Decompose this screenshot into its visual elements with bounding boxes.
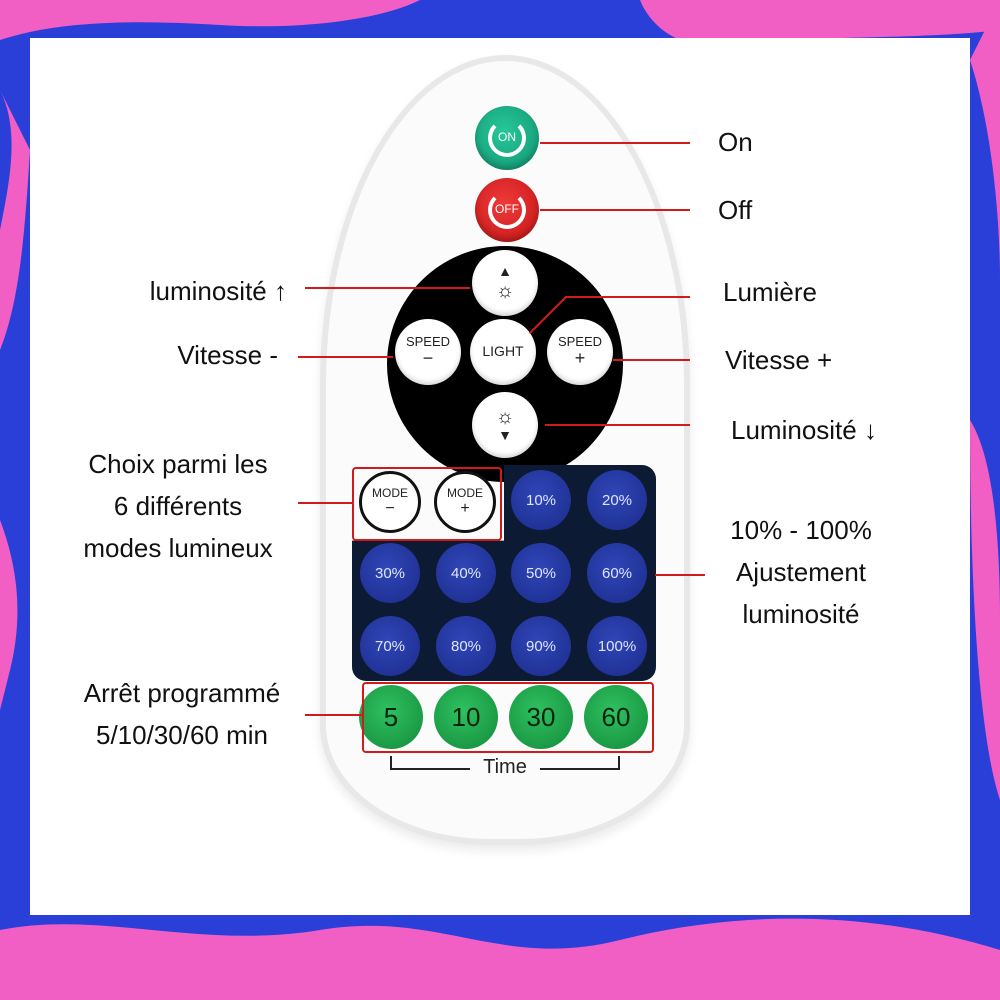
label-speed-up: Vitesse + bbox=[725, 345, 833, 375]
leader-line bbox=[298, 502, 352, 504]
label-on: On bbox=[718, 127, 753, 157]
power-icon: OFF bbox=[488, 191, 526, 229]
leader-line bbox=[305, 714, 362, 716]
power-icon: ON bbox=[488, 119, 526, 157]
leader-line bbox=[613, 359, 690, 361]
leader-line bbox=[305, 287, 470, 289]
speed-up-button[interactable]: SPEED+ bbox=[547, 319, 613, 385]
timer-10-button[interactable]: 10 bbox=[434, 685, 498, 749]
brightness-60-button[interactable]: 60% bbox=[587, 543, 647, 603]
light-button[interactable]: LIGHT bbox=[470, 319, 536, 385]
brightness-down-button[interactable]: ☼▼ bbox=[472, 392, 538, 458]
brightness-90-button[interactable]: 90% bbox=[511, 616, 571, 676]
leader-line bbox=[545, 424, 690, 426]
brightness-50-button[interactable]: 50% bbox=[511, 543, 571, 603]
chevron-up-icon: ▲ bbox=[498, 263, 512, 280]
brightness-up-button[interactable]: ▲☼ bbox=[472, 250, 538, 316]
sun-icon: ☼ bbox=[495, 279, 515, 302]
leader-line bbox=[298, 356, 393, 358]
leader-line bbox=[540, 209, 690, 211]
brightness-20-button[interactable]: 20% bbox=[587, 470, 647, 530]
mode-highlight-box bbox=[352, 467, 502, 541]
timer-5-button[interactable]: 5 bbox=[359, 685, 423, 749]
brightness-10-button[interactable]: 10% bbox=[511, 470, 571, 530]
power-off-button[interactable]: OFF bbox=[475, 178, 539, 242]
timer-30-button[interactable]: 30 bbox=[509, 685, 573, 749]
timer-60-button[interactable]: 60 bbox=[584, 685, 648, 749]
leader-line bbox=[540, 142, 690, 144]
brightness-80-button[interactable]: 80% bbox=[436, 616, 496, 676]
mode-up-button[interactable]: MODE+ bbox=[434, 471, 496, 533]
chevron-down-icon: ▼ bbox=[498, 427, 512, 444]
label-brightness-up: luminosité ↑ bbox=[149, 276, 287, 306]
leader-line bbox=[565, 296, 690, 298]
leader-line bbox=[655, 574, 705, 576]
brightness-40-button[interactable]: 40% bbox=[436, 543, 496, 603]
timer-highlight-box bbox=[362, 682, 654, 753]
brightness-70-button[interactable]: 70% bbox=[360, 616, 420, 676]
brightness-30-button[interactable]: 30% bbox=[360, 543, 420, 603]
label-speed-down: Vitesse - bbox=[177, 340, 278, 370]
time-label: Time bbox=[470, 756, 540, 778]
speed-down-button[interactable]: SPEED− bbox=[395, 319, 461, 385]
label-off: Off bbox=[718, 195, 753, 225]
power-on-button[interactable]: ON bbox=[475, 106, 539, 170]
label-light: Lumière bbox=[723, 277, 817, 307]
label-brightness-down: Luminosité ↓ bbox=[731, 415, 877, 445]
sun-icon: ☼ bbox=[495, 406, 515, 429]
brightness-100-button[interactable]: 100% bbox=[587, 616, 647, 676]
mode-down-button[interactable]: MODE− bbox=[359, 471, 421, 533]
